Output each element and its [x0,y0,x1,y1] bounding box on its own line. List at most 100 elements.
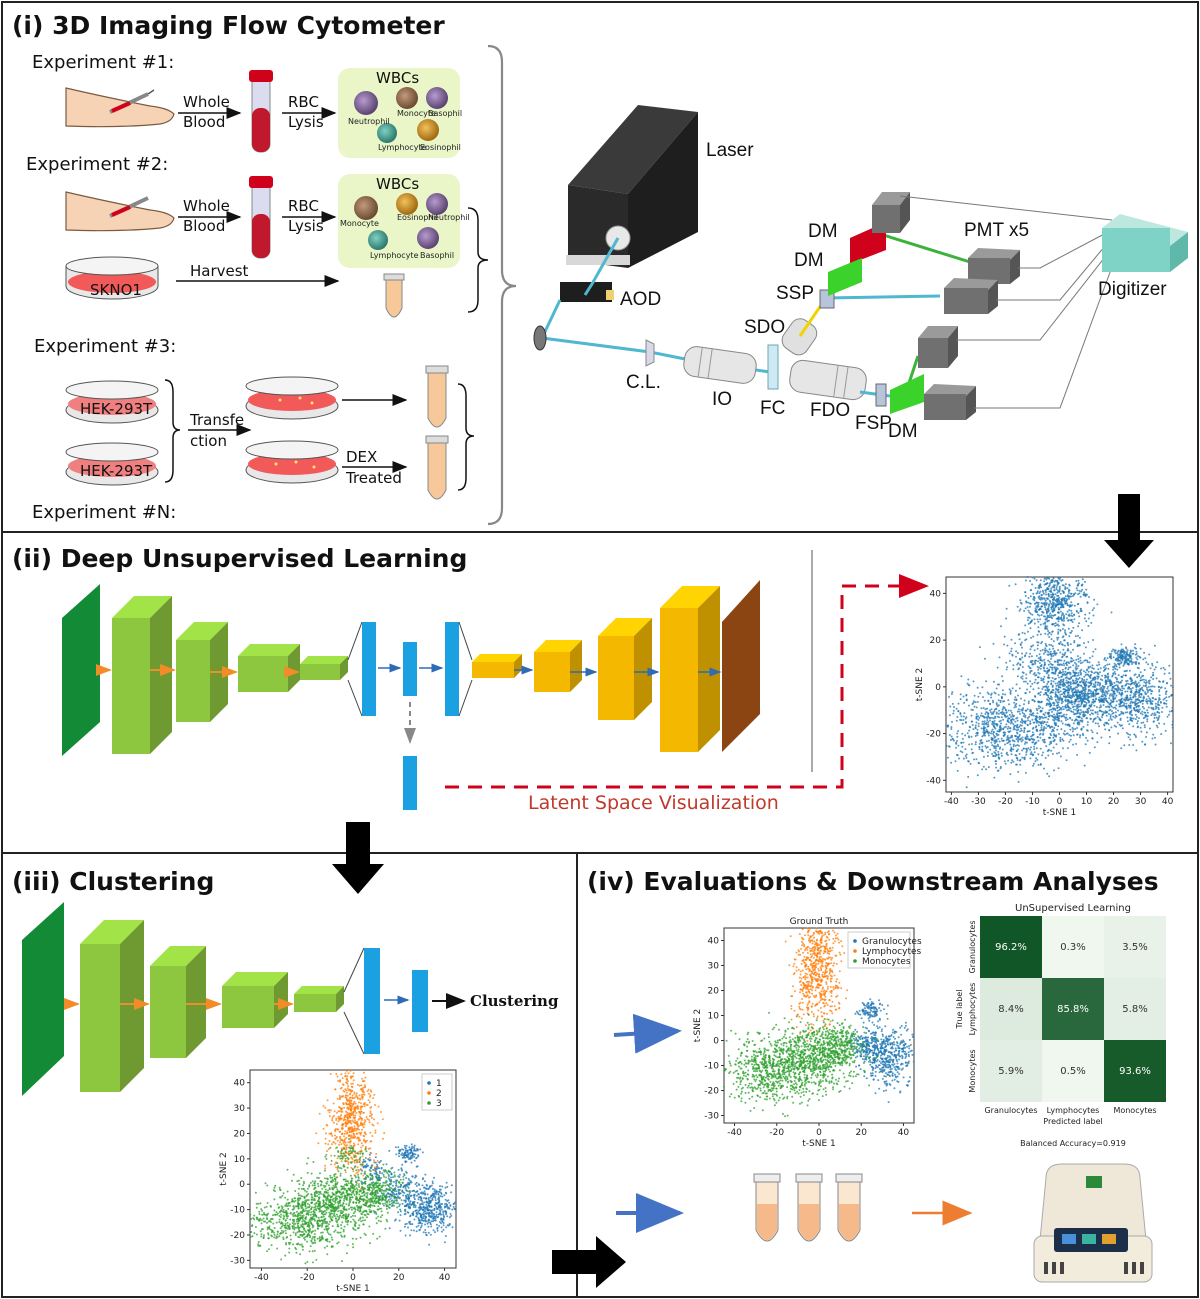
data-point [1051,623,1054,626]
data-point [1108,742,1111,745]
data-point [1046,650,1049,653]
data-point [1155,716,1158,719]
data-point [1135,652,1138,655]
data-point [446,1224,449,1227]
data-point [1039,607,1041,610]
x-tick-label: 20 [393,1273,405,1283]
output-layer [722,580,760,752]
data-point [1054,613,1057,616]
data-point [363,1121,366,1124]
data-point [947,745,950,748]
data-point [1054,579,1057,582]
data-point [433,1213,436,1216]
data-point [440,1217,443,1220]
data-point [1094,648,1097,651]
data-point [425,1206,428,1209]
data-point [948,695,950,698]
data-point [353,1100,356,1103]
data-point [1060,720,1063,723]
data-point [1044,589,1047,592]
data-point [1016,759,1019,761]
data-point [983,720,986,723]
data-point [1015,655,1017,658]
data-point [1129,702,1132,705]
data-point [1050,608,1053,611]
digitizer-label: Digitizer [1098,279,1167,300]
latent-layer [412,970,428,1032]
data-point [346,1078,349,1081]
data-point [1057,608,1060,611]
data-point [1076,655,1079,658]
data-point [1074,700,1077,703]
data-point [1061,714,1064,717]
layer-front [80,944,120,1092]
data-point [990,696,993,699]
panel-title-evaluations: (iv) Evaluations & Downstream Analyses [587,867,1159,896]
data-point [1051,666,1054,669]
data-point [1041,611,1044,614]
data-point [985,768,988,771]
big-bracket [487,44,517,526]
data-point [1027,730,1030,733]
data-point [1024,680,1027,683]
data-point [1051,691,1054,694]
data-point [990,708,993,711]
data-point [334,1130,337,1133]
data-point [1081,678,1084,681]
data-point [1129,651,1132,654]
x-tick-label: -10 [1025,797,1040,807]
data-point [1107,719,1110,722]
data-point [398,1173,401,1176]
data-point [342,1102,345,1105]
data-point [1046,689,1049,692]
data-point [1043,741,1046,744]
data-point [350,1134,353,1137]
data-point [1077,612,1080,614]
data-point [1070,676,1073,679]
data-point [982,729,985,732]
data-point [333,1163,336,1166]
data-point [1024,736,1027,739]
data-point [1055,668,1058,671]
data-point [1071,719,1074,721]
data-point [1120,649,1123,652]
data-point [1147,706,1150,709]
data-point [1097,668,1100,671]
data-point [1154,666,1157,669]
data-point [1165,696,1168,699]
data-point [1050,679,1053,682]
data-point [1017,708,1020,711]
data-point [1026,724,1029,727]
data-point [972,680,975,683]
data-point [444,1205,446,1208]
data-point [1038,653,1041,656]
data-point [1059,681,1062,684]
data-point [404,1212,407,1215]
data-point [955,742,958,745]
data-point [442,1213,445,1216]
data-point [1067,681,1070,684]
data-point [1028,611,1031,614]
data-point [987,766,990,769]
data-point [1004,731,1006,734]
data-point [1033,721,1036,724]
data-point [1064,696,1067,699]
data-point [1148,700,1151,703]
data-point [450,1214,453,1217]
data-point [1059,651,1062,654]
data-point [1096,664,1099,667]
data-point [1124,711,1127,714]
data-point [406,1197,409,1200]
data-point [344,1072,347,1075]
data-point [1170,694,1173,697]
data-point [409,1234,411,1237]
data-point [1061,579,1064,581]
data-point [1105,705,1107,708]
data-point [1064,586,1067,588]
data-point [1126,716,1129,719]
data-point [1136,658,1139,661]
data-point [390,1172,393,1175]
data-point [1035,747,1038,750]
layer-front [598,636,634,720]
data-point [1042,751,1044,754]
